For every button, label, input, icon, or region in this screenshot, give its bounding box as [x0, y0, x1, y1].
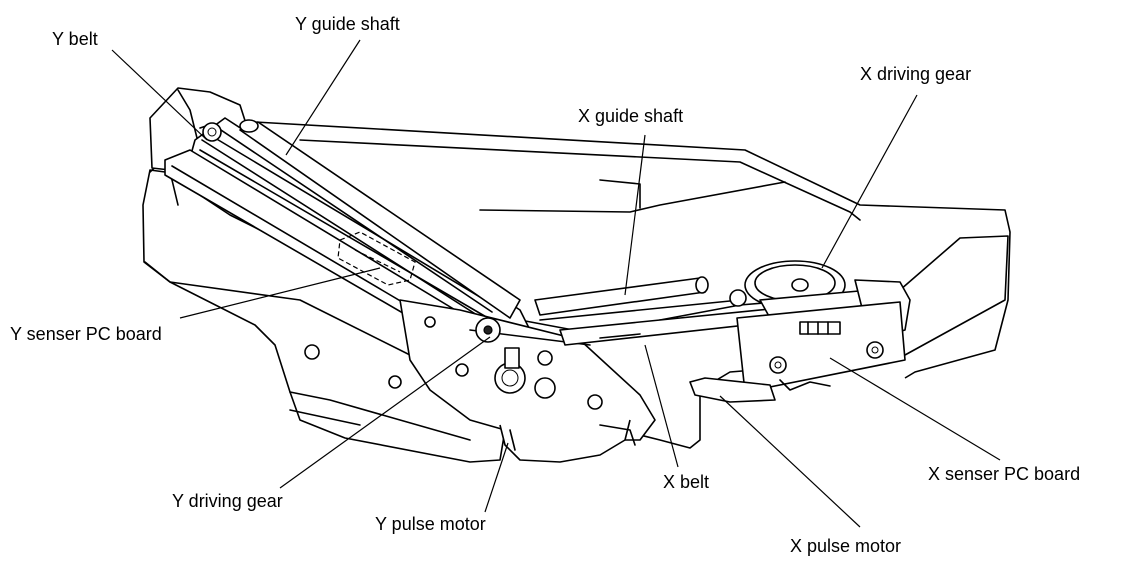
label-y-driving-gear: Y driving gear — [172, 491, 283, 511]
leader-x-guide-shaft — [624, 134, 646, 296]
leader-y-belt — [111, 49, 208, 141]
leader-x-pulse-motor — [719, 395, 861, 528]
label-y-senser-pc-board: Y senser PC board — [10, 324, 162, 344]
label-y-belt: Y belt — [52, 29, 98, 49]
leader-x-belt — [644, 344, 679, 468]
label-y-pulse-motor: Y pulse motor — [375, 514, 486, 534]
label-x-senser-pc-board: X senser PC board — [928, 464, 1080, 484]
label-x-driving-gear: X driving gear — [860, 64, 971, 84]
label-y-guide-shaft: Y guide shaft — [295, 14, 400, 34]
leader-y-driving-gear — [279, 336, 491, 489]
part-labels: Y belt Y guide shaft X driving gear X gu… — [10, 14, 1080, 556]
leader-x-senser-pc-board — [829, 357, 1001, 461]
leader-lines — [111, 39, 1001, 528]
label-x-guide-shaft: X guide shaft — [578, 106, 683, 126]
y-rail-assembly — [164, 117, 656, 463]
leader-y-senser-pc-board — [179, 267, 381, 319]
leader-y-guide-shaft — [285, 39, 361, 156]
label-x-pulse-motor: X pulse motor — [790, 536, 901, 556]
label-x-belt: X belt — [663, 472, 709, 492]
leader-x-driving-gear — [821, 94, 918, 269]
x-rail-assembly — [534, 260, 911, 403]
leader-y-pulse-motor — [484, 442, 509, 513]
